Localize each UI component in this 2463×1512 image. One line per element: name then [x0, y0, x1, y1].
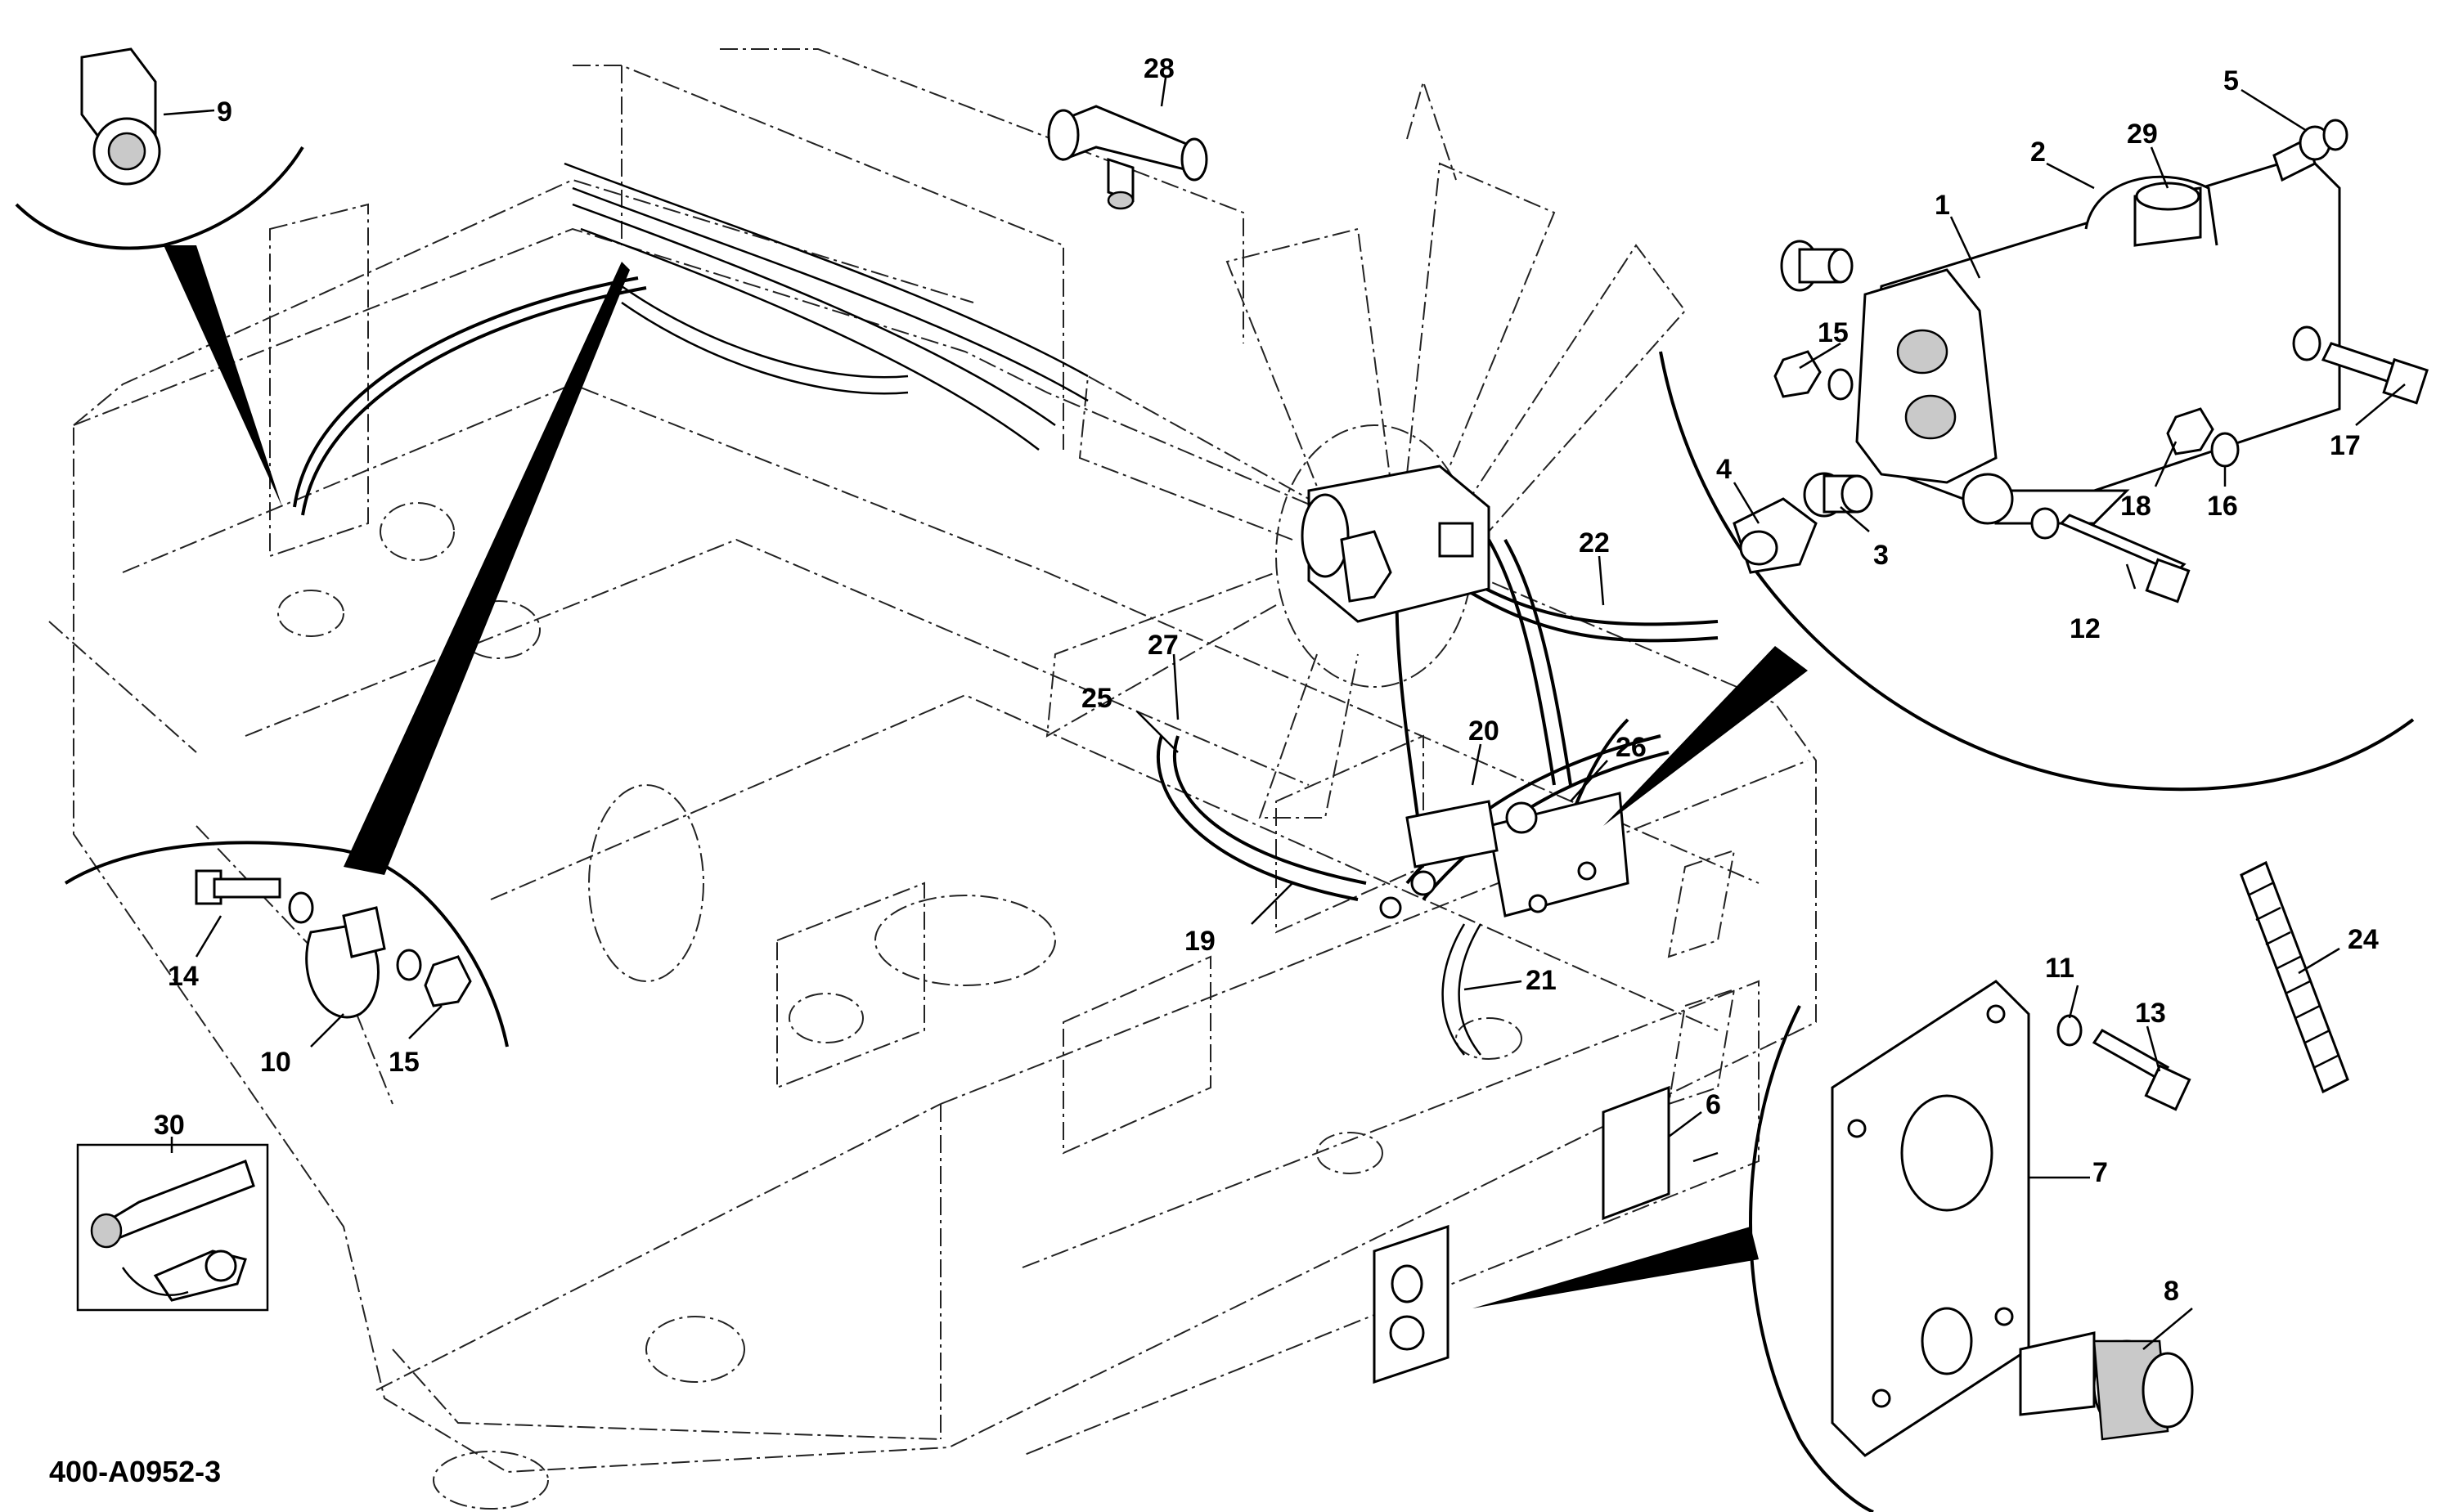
frame-mount-plate [1373, 1085, 1719, 1384]
fitting-5 [2272, 119, 2348, 182]
callout-1: 1 [1935, 190, 1950, 221]
cooling-fan [1045, 79, 1687, 819]
callout-8: 8 [2164, 1276, 2179, 1307]
callout-27: 27 [1148, 630, 1179, 661]
callout-6: 6 [1706, 1089, 1721, 1120]
bolt-13 [2092, 1029, 2191, 1111]
detail-circle-plate [1472, 980, 2194, 1512]
callout-30: 30 [154, 1110, 185, 1141]
detail-circle-pump [1603, 119, 2429, 826]
pump-assembly-1 [1855, 154, 2341, 525]
hose-kit-box-30 [76, 1143, 269, 1312]
callout-29: 29 [2127, 119, 2158, 150]
callout-9: 9 [217, 96, 232, 128]
callout-17: 17 [2330, 430, 2361, 461]
callout-25: 25 [1081, 683, 1112, 714]
washer-left [288, 891, 314, 924]
bolt-12 [2059, 514, 2187, 574]
callout-21: 21 [1526, 965, 1557, 996]
callout-15b: 15 [389, 1047, 420, 1078]
machine-frame [48, 48, 1817, 1510]
fitting-9 [80, 47, 161, 186]
callout-15a: 15 [1818, 317, 1849, 348]
callout-16: 16 [2207, 491, 2238, 522]
callout-26: 26 [1616, 732, 1647, 763]
callout-2: 2 [2030, 137, 2046, 168]
callout-labels: 1 2 3 4 5 6 7 8 9 10 11 12 13 14 15 15 1… [154, 53, 2379, 1307]
detail-circle-fitting [15, 47, 304, 507]
washer-12 [2030, 507, 2060, 540]
callout-11: 11 [2045, 953, 2074, 984]
callout-13: 13 [2135, 998, 2166, 1029]
callout-19: 19 [1184, 926, 1216, 957]
tee-fitting-28 [1047, 105, 1208, 210]
plate-7 [1831, 980, 2030, 1457]
callout-5: 5 [2223, 65, 2239, 96]
nut-15-right [1773, 350, 1822, 398]
coupler-8 [2019, 1331, 2194, 1441]
valve-block [1379, 792, 1629, 919]
drawing-code: 400-A0952-3 [49, 1455, 221, 1488]
callout-10: 10 [260, 1047, 291, 1078]
hydraulic-hoses [293, 162, 1719, 1056]
callout-18: 18 [2120, 491, 2151, 522]
washer-17 [2292, 325, 2321, 361]
spiral-wrap-24 [2240, 860, 2349, 1094]
leader-lines [163, 77, 2406, 1350]
callout-3: 3 [1873, 540, 1889, 571]
adapter-3 [1803, 472, 1873, 518]
elbow-4 [1733, 497, 1818, 574]
bolt-14 [195, 869, 281, 905]
washer-16 [2210, 432, 2240, 468]
callout-4: 4 [1716, 454, 1732, 485]
callout-14: 14 [168, 961, 199, 992]
clamp-10 [305, 906, 386, 1019]
callout-7: 7 [2092, 1157, 2108, 1188]
callout-22: 22 [1579, 527, 1610, 559]
fitting-left [1780, 240, 1854, 292]
callout-24: 24 [2348, 924, 2379, 955]
washer-right [396, 949, 422, 981]
nut-18 [2166, 407, 2214, 455]
nut-15 [424, 955, 472, 1007]
washer-11 [2056, 1014, 2083, 1047]
callout-20: 20 [1468, 716, 1499, 747]
callout-28: 28 [1144, 53, 1175, 84]
callout-12: 12 [2070, 613, 2101, 644]
detail-circle-clamp [64, 262, 630, 1048]
hydraulic-pump [1301, 464, 1490, 623]
washer-pump [1827, 368, 1854, 401]
